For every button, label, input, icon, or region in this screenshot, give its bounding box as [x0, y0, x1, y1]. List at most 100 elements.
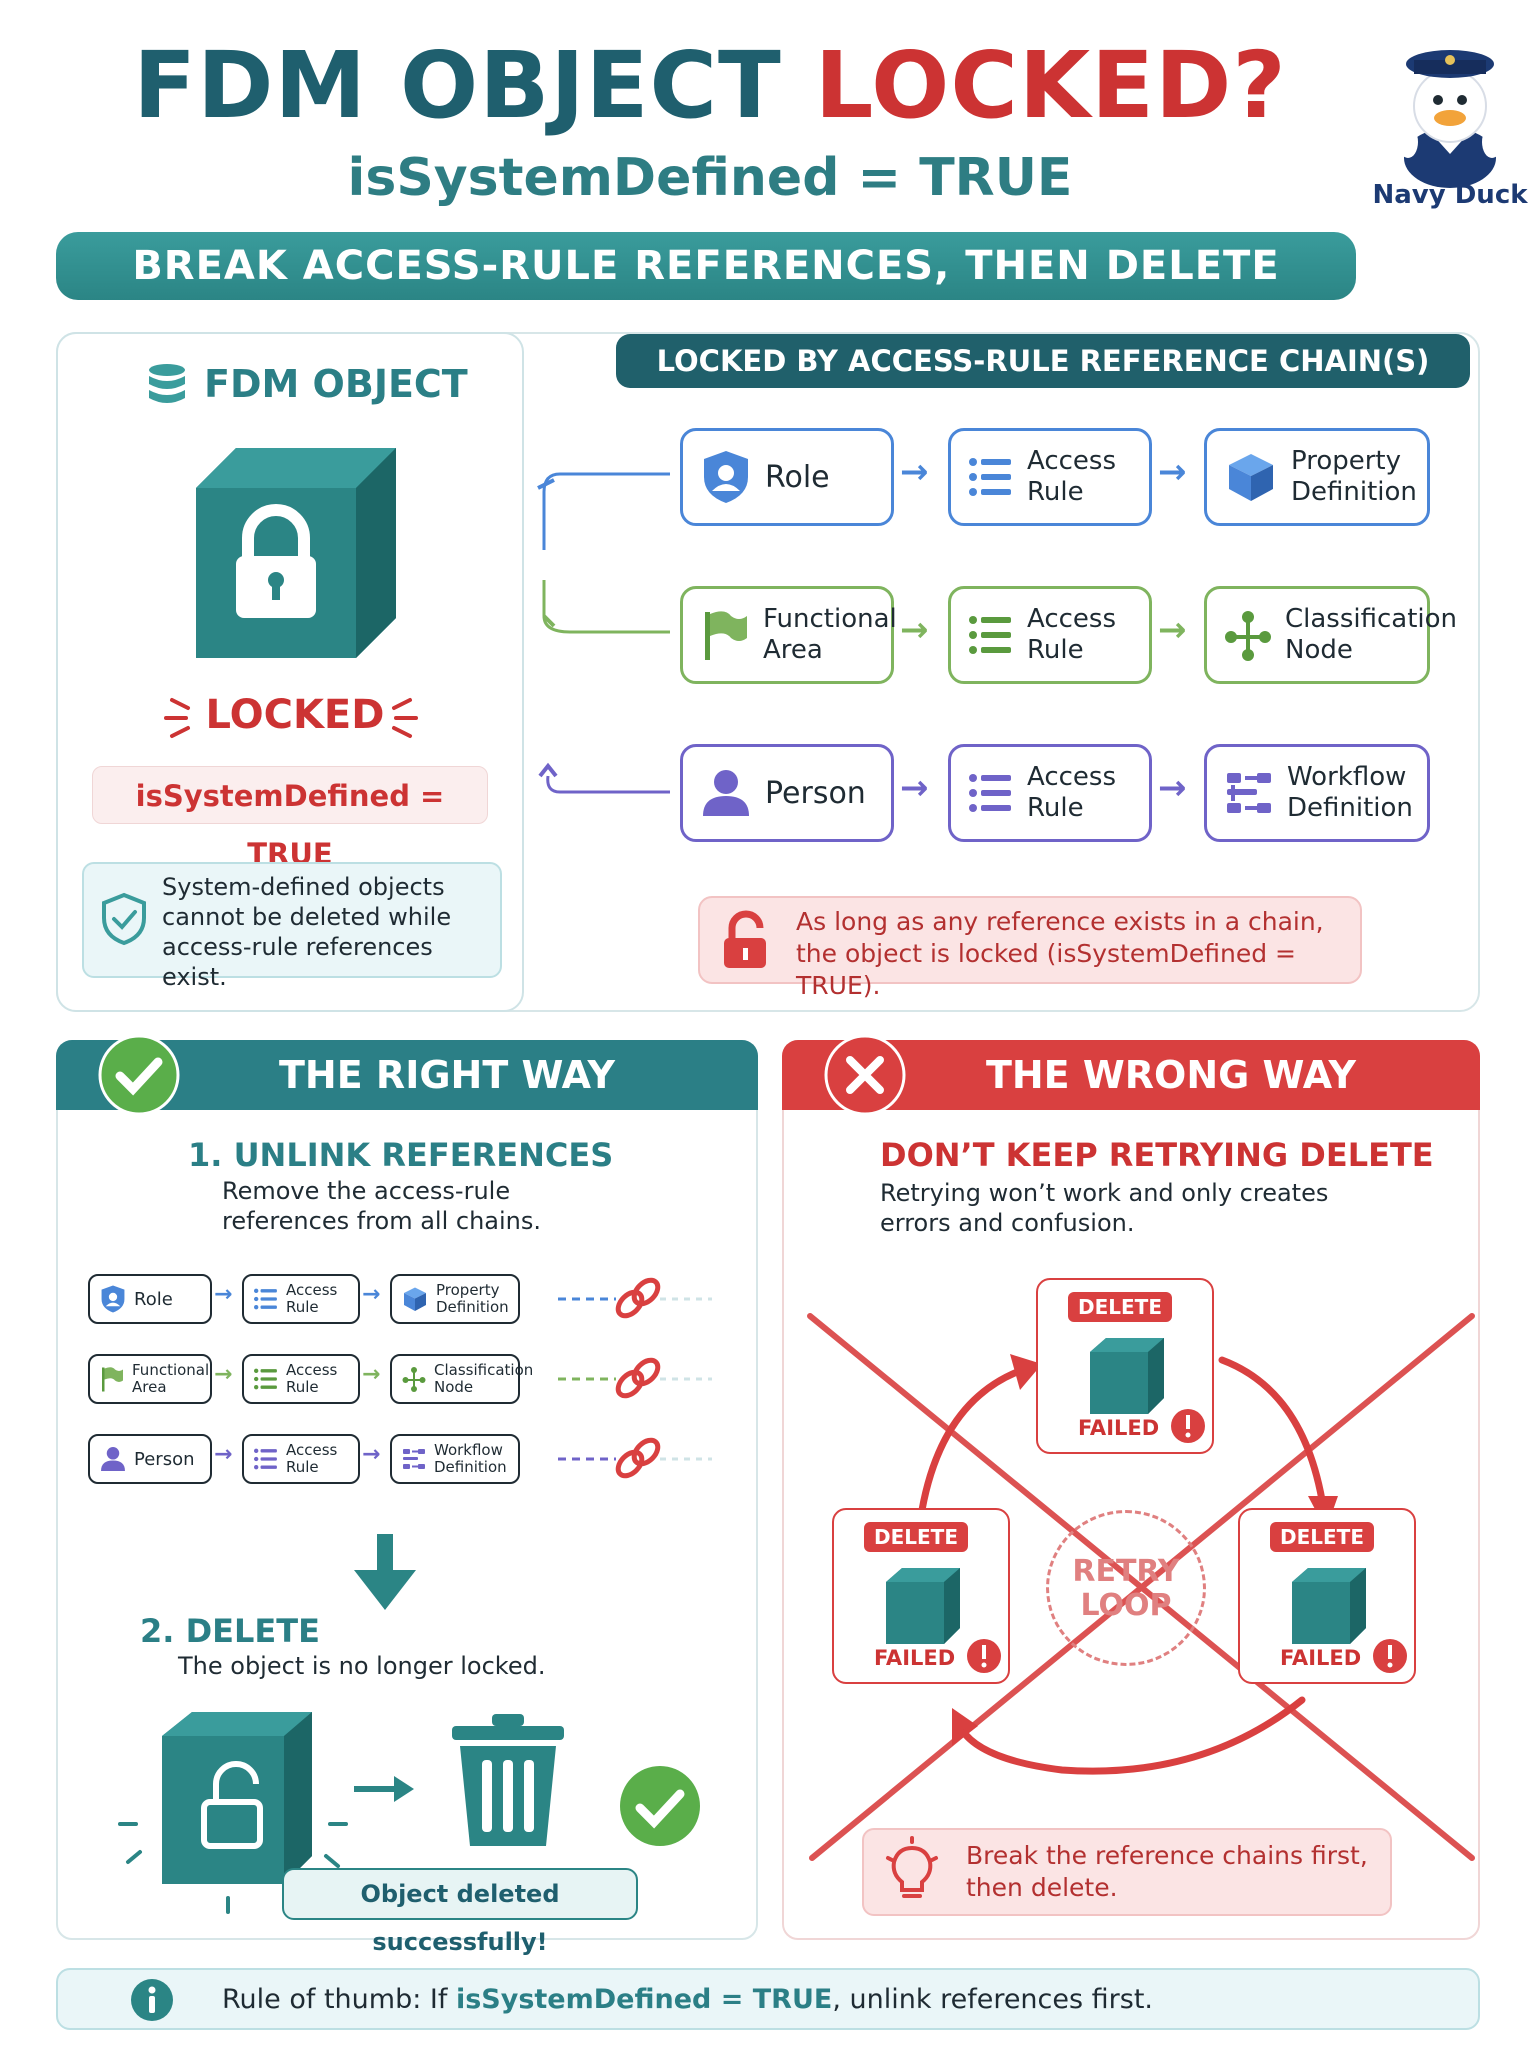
- arrow-right-icon: →: [900, 610, 929, 650]
- warning-text: As long as any reference exists in a cha…: [796, 907, 1324, 1000]
- arrow-right-icon: →: [1158, 452, 1187, 492]
- chain-node-label: Classification Node: [1285, 604, 1458, 665]
- cube-icon: [886, 1568, 960, 1644]
- arrow-right-icon: →: [214, 1282, 233, 1307]
- failed-tag: FAILED: [1078, 1416, 1160, 1440]
- chain-node-label: Workflow Definition: [1287, 762, 1413, 823]
- loop-line: LOOP: [1080, 1588, 1172, 1623]
- chain-node-functional-area: Functional Area: [680, 586, 897, 684]
- system-defined-flag: isSystemDefined = TRUE: [92, 766, 488, 871]
- chain-node-access-rule: Access Rule: [948, 586, 1152, 684]
- check-circle-icon: [620, 1766, 700, 1846]
- tip-box: [862, 1828, 1392, 1916]
- delete-card: DELETE FAILED: [1238, 1508, 1416, 1684]
- footer-bar: [56, 1968, 1480, 2030]
- arrow-right-icon: →: [1158, 610, 1187, 650]
- chain-connectors: [537, 472, 670, 794]
- hierarchy-icon: [1225, 611, 1271, 661]
- chain-node-label: Access Rule: [1027, 446, 1117, 507]
- arrow-right-icon: →: [362, 1282, 381, 1307]
- chain-node-label: Role: [765, 459, 830, 495]
- mini-node-functional-area: Functional Area: [88, 1354, 212, 1404]
- list-icon: [254, 1288, 277, 1310]
- arrow-down-icon: [354, 1534, 416, 1610]
- chain-node-label: Access Rule: [1027, 762, 1117, 823]
- shield-user-icon: [101, 1285, 125, 1313]
- instruction-banner: BREAK ACCESS-RULE REFERENCES, THEN DELET…: [56, 232, 1356, 300]
- page-subtitle: isSystemDefined = TRUE: [347, 148, 1073, 208]
- chain-node-workflow-definition: Workflow Definition: [1204, 744, 1430, 842]
- mini-node-label: Classification Node: [434, 1361, 534, 1396]
- chain-node-role: Role: [680, 428, 894, 526]
- wrong-way-heading: THE WRONG WAY: [782, 1040, 1480, 1110]
- delete-tag: DELETE: [864, 1522, 968, 1552]
- list-icon: [969, 616, 1011, 654]
- delete-tag: DELETE: [1068, 1292, 1172, 1322]
- delete-tag: DELETE: [1270, 1522, 1374, 1552]
- workflow-icon: [403, 1449, 425, 1469]
- step2-title: 2. DELETE: [140, 1612, 320, 1650]
- cube-icon: [1090, 1338, 1164, 1414]
- shield-check-icon: [102, 892, 146, 946]
- retry-loop-label: RETRY LOOP: [1046, 1510, 1206, 1666]
- arrow-right-icon: →: [362, 1362, 381, 1387]
- mini-node-access-rule: Access Rule: [242, 1354, 360, 1404]
- step2-description: The object is no longer locked.: [178, 1652, 546, 1680]
- list-icon: [969, 774, 1011, 812]
- mini-node-label: Access Rule: [286, 1281, 338, 1316]
- person-icon: [703, 770, 749, 816]
- list-icon: [254, 1448, 277, 1470]
- navy-duck-mascot-icon: [1398, 50, 1502, 188]
- chain-node-access-rule: Access Rule: [948, 428, 1152, 526]
- failed-tag: FAILED: [874, 1646, 956, 1670]
- wrong-way-description: Retrying won’t work and only creates err…: [880, 1179, 1329, 1237]
- step1-description: Remove the access-rule references from a…: [222, 1177, 542, 1235]
- mascot-name: Navy Duck: [1372, 180, 1528, 210]
- chain-node-property-definition: Property Definition: [1204, 428, 1430, 526]
- info-note-box: [82, 862, 502, 978]
- database-stack-icon: [149, 364, 185, 403]
- mini-node-label: Person: [134, 1448, 195, 1470]
- warning-box: [698, 896, 1362, 984]
- retry-line: RETRY: [1072, 1554, 1180, 1589]
- success-message: Object deleted successfully!: [282, 1868, 638, 1956]
- delete-card: DELETE FAILED: [832, 1508, 1010, 1684]
- list-icon: [254, 1368, 277, 1390]
- chain-node-classification-node: Classification Node: [1204, 586, 1458, 684]
- arrow-right-icon: →: [1158, 768, 1187, 808]
- cube-icon: [1292, 1568, 1366, 1644]
- chain-node-label: Access Rule: [1027, 604, 1117, 665]
- alert-icon: [1171, 1409, 1205, 1443]
- tip-text: Break the reference chains first, then d…: [966, 1841, 1368, 1902]
- chains-title: LOCKED BY ACCESS-RULE REFERENCE CHAIN(S): [616, 334, 1470, 388]
- shield-user-icon: [704, 451, 748, 503]
- page-title: FDM OBJECT LOCKED?: [133, 32, 1287, 139]
- x-circle-icon: [824, 1034, 906, 1116]
- chain-node-access-rule: Access Rule: [948, 744, 1152, 842]
- mini-node-label: Property Definition: [436, 1281, 509, 1316]
- cube-icon: [404, 1287, 426, 1311]
- arrow-right-icon: [354, 1776, 414, 1802]
- flag-icon: [705, 611, 747, 660]
- alert-icon: [967, 1639, 1001, 1673]
- mini-node-label: Workflow Definition: [434, 1441, 507, 1476]
- arrow-right-icon: →: [214, 1362, 233, 1387]
- lightbulb-icon: [886, 1836, 938, 1898]
- chain-node-person: Person: [680, 744, 894, 842]
- alert-rays-icon: [164, 698, 418, 738]
- arrow-right-icon: →: [900, 452, 929, 492]
- alert-icon: [1373, 1639, 1407, 1673]
- cube-icon: [1229, 454, 1273, 501]
- mini-node-label: Role: [134, 1288, 173, 1310]
- failed-tag: FAILED: [1280, 1646, 1362, 1670]
- unlocked-cube-icon: [118, 1712, 348, 1914]
- step1-title: 1. UNLINK REFERENCES: [188, 1136, 614, 1174]
- info-note-text: System-defined objects cannot be deleted…: [162, 873, 452, 991]
- check-circle-icon: [98, 1034, 180, 1116]
- hierarchy-icon: [402, 1367, 426, 1392]
- arrow-right-icon: →: [900, 768, 929, 808]
- broken-link-icons: [558, 1277, 712, 1479]
- fdm-object-title: FDM OBJECT: [204, 362, 468, 406]
- wrong-way-title: DON’T KEEP RETRYING DELETE: [880, 1136, 1434, 1174]
- delete-card: DELETE FAILED: [1036, 1278, 1214, 1454]
